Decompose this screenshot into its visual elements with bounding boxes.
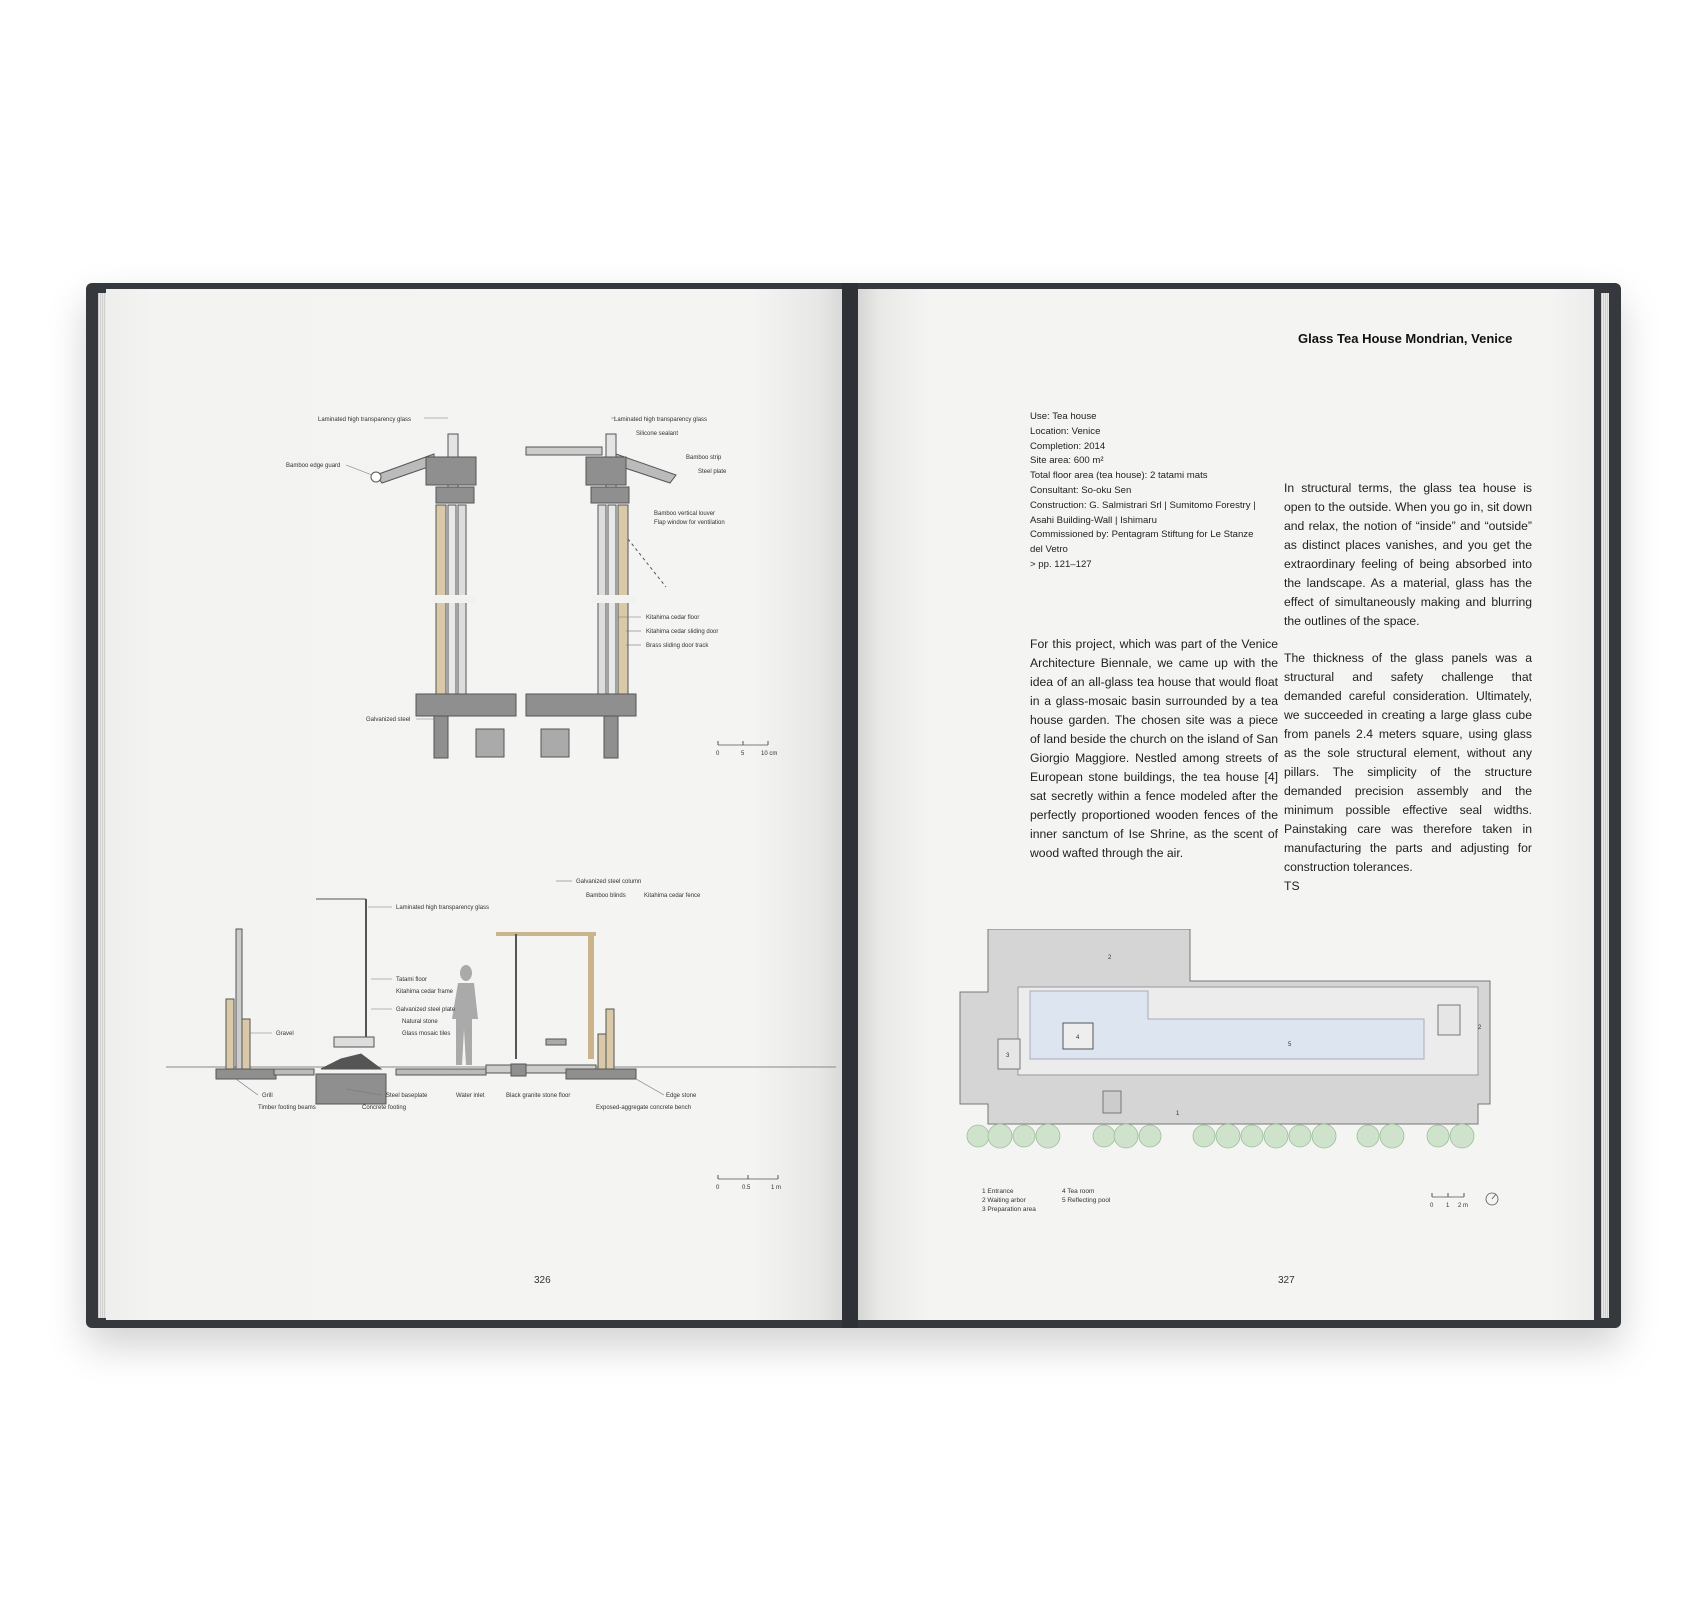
- label-cedar-floor: Kitahima cedar floor: [646, 615, 699, 621]
- left-page: Laminated high transparency glass Bamboo…: [106, 289, 842, 1320]
- svg-text:1: 1: [1176, 1111, 1180, 1117]
- svg-text:1: 1: [1446, 1203, 1450, 1209]
- label-s-fence: Kitahima cedar fence: [644, 893, 701, 899]
- label-louver: Bamboo vertical louver: [654, 511, 715, 517]
- left-page-number: 326: [534, 1275, 551, 1286]
- label-glass-r: Laminated high transparency glass: [614, 417, 707, 423]
- plan-scale-bar: 0 1 2 m: [1430, 1192, 1499, 1209]
- label-s-blinds: Bamboo blinds: [586, 893, 626, 899]
- label-s-plate: Galvanized steel plate: [396, 1007, 456, 1013]
- label-flap: Flap window for ventilation: [654, 520, 725, 526]
- north-arrow-icon: [1485, 1192, 1499, 1206]
- svg-text:0.5: 0.5: [742, 1185, 751, 1191]
- label-s-granite: Black granite stone floor: [506, 1093, 570, 1099]
- label-s-frame: Kitahima cedar frame: [396, 989, 454, 995]
- label-glass-l: Laminated high transparency glass: [318, 417, 411, 423]
- label-cedar-door: Kitahima cedar sliding door: [646, 629, 718, 635]
- label-s-column: Galvanized steel column: [576, 879, 641, 885]
- svg-text:4: 4: [1076, 1035, 1080, 1041]
- book-cover: Laminated high transparency glass Bamboo…: [86, 283, 1621, 1328]
- label-bamboo-strip: Bamboo strip: [686, 455, 722, 461]
- svg-text:0: 0: [716, 751, 720, 757]
- detail-scale-bar: 0 5 10 cm: [716, 741, 777, 757]
- svg-text:1 m: 1 m: [771, 1185, 781, 1191]
- site-section-drawing: Laminated high transparency glass Galvan…: [166, 879, 836, 1191]
- label-brass-track: Brass sliding door track: [646, 643, 709, 649]
- plan-legend-2: 4 Tea room 5 Reflecting pool: [1062, 1188, 1111, 1204]
- label-bamboo-edge: Bamboo edge guard: [286, 463, 340, 469]
- svg-text:2: 2: [1478, 1025, 1482, 1031]
- floor-plan: 4 3 2 5 1 2: [959, 929, 1491, 1149]
- detail-section-drawing: Laminated high transparency glass Bamboo…: [286, 417, 777, 759]
- label-s-inlet: Water inlet: [456, 1093, 485, 1099]
- project-title: Glass Tea House Mondrian, Venice: [1298, 331, 1513, 346]
- svg-text:2: 2: [1108, 955, 1112, 961]
- label-s-tiles: Glass mosaic tiles: [402, 1031, 450, 1037]
- tree-row: [966, 1123, 1475, 1149]
- svg-text:0: 0: [716, 1185, 720, 1191]
- label-galvanized: Galvanized steel: [366, 717, 410, 723]
- label-s-stone: Natural stone: [402, 1019, 438, 1025]
- label-s-beams: Timber footing beams: [258, 1105, 316, 1111]
- label-s-gravel: Gravel: [276, 1031, 294, 1037]
- label-s-edge: Edge stone: [666, 1093, 697, 1099]
- label-s-baseplate: Steel baseplate: [386, 1093, 428, 1099]
- text-column-1: For this project, which was part of the …: [1030, 637, 1278, 860]
- svg-text:5: 5: [741, 751, 745, 757]
- svg-text:10 cm: 10 cm: [761, 751, 777, 757]
- book-spine: [842, 283, 858, 1328]
- svg-text:2 m: 2 m: [1458, 1203, 1468, 1209]
- label-steel-plate: Steel plate: [698, 469, 727, 475]
- plan-legend-1: 1 Entrance 2 Waiting arbor 3 Preparation…: [982, 1188, 1036, 1213]
- label-s-grill: Grill: [262, 1093, 273, 1099]
- label-s-footing: Concrete footing: [362, 1105, 406, 1111]
- label-sealant: Silicone sealant: [636, 431, 678, 437]
- label-s-glass: Laminated high transparency glass: [396, 905, 489, 911]
- right-page-number: 327: [1278, 1275, 1295, 1286]
- project-info: Use: Tea house Location: Venice Completi…: [1030, 411, 1256, 570]
- text-column-2: In structural terms, the glass tea house…: [1284, 481, 1532, 893]
- svg-text:0: 0: [1430, 1203, 1434, 1209]
- label-s-tatami: Tatami floor: [396, 977, 427, 983]
- page-edges-left: [98, 293, 106, 1318]
- svg-text:3: 3: [1006, 1053, 1010, 1059]
- site-scale-bar: 0 0.5 1 m: [716, 1175, 781, 1191]
- right-page: Glass Tea House Mondrian, Venice Use: Te…: [858, 289, 1594, 1320]
- svg-text:5: 5: [1288, 1042, 1292, 1048]
- page-edges-right: [1601, 293, 1609, 1318]
- label-s-bench: Exposed-aggregate concrete bench: [596, 1105, 691, 1111]
